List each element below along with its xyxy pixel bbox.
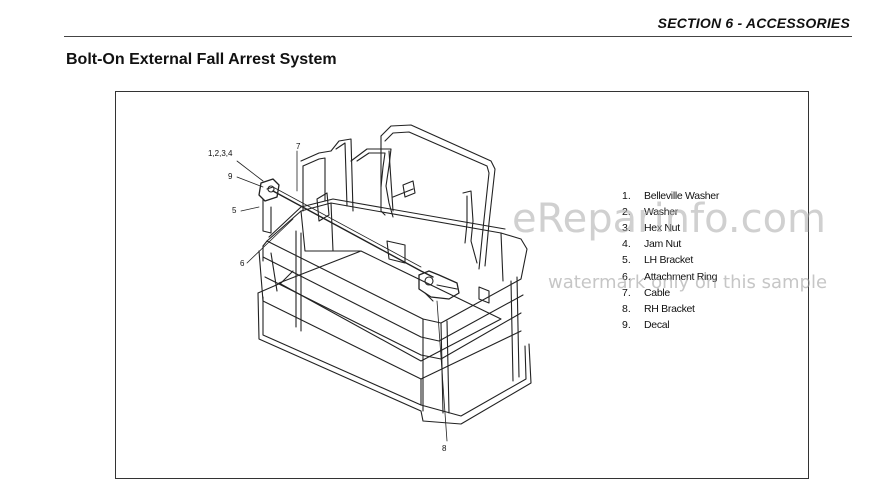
list-item: 1.Belleville Washer	[622, 190, 720, 203]
list-item: 9.Decal	[622, 318, 670, 331]
figure-frame: 1,2,3,4 7 9 5 6 8	[115, 91, 809, 479]
callout-1-2-3-4: 1,2,3,4	[208, 149, 233, 158]
list-item: 2.Washer	[622, 206, 678, 219]
header-rule	[64, 36, 852, 37]
platform-basket-illustration	[236, 124, 532, 442]
parts-list: 1.Belleville Washer 2.Washer 3.Hex Nut 4…	[622, 188, 719, 333]
page-title: Bolt-On External Fall Arrest System	[66, 51, 337, 68]
callout-5: 5	[232, 206, 237, 215]
callout-8: 8	[442, 444, 447, 453]
list-item: 5.LH Bracket	[622, 254, 693, 267]
list-item: 4.Jam Nut	[622, 238, 681, 251]
list-item: 6.Attachment Ring	[622, 270, 718, 283]
list-item: 7.Cable	[622, 286, 670, 299]
callout-6: 6	[240, 259, 245, 268]
section-header: SECTION 6 - ACCESSORIES	[657, 15, 850, 31]
callout-9: 9	[228, 172, 233, 181]
callout-7: 7	[296, 142, 301, 151]
list-item: 3.Hex Nut	[622, 222, 680, 235]
list-item: 8.RH Bracket	[622, 302, 695, 315]
